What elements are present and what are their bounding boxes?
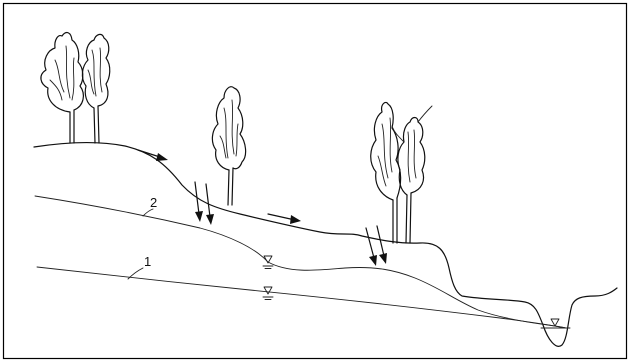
ground-surface-line [34, 143, 617, 347]
label-1-leader [128, 268, 143, 279]
label-2-leader [143, 209, 153, 216]
flow-arrow-icon [366, 228, 377, 266]
water-level-marker-icon [263, 256, 273, 269]
water-level-marker-icon [551, 319, 559, 326]
water-level-marker-icon [263, 287, 273, 300]
poplar-tree-icon [41, 33, 110, 143]
flow-arrow-icon [195, 182, 203, 222]
groundwater-line-1 [37, 267, 566, 328]
flow-arrow-icon [377, 226, 387, 264]
flow-arrow-icon [268, 214, 301, 224]
poplar-tree-icon [371, 102, 432, 243]
poplar-tree-icon [212, 87, 245, 205]
groundwater-line-2 [35, 196, 566, 328]
label-1: 1 [144, 254, 151, 269]
flow-arrow-icon [138, 150, 168, 161]
label-2: 2 [150, 195, 157, 210]
